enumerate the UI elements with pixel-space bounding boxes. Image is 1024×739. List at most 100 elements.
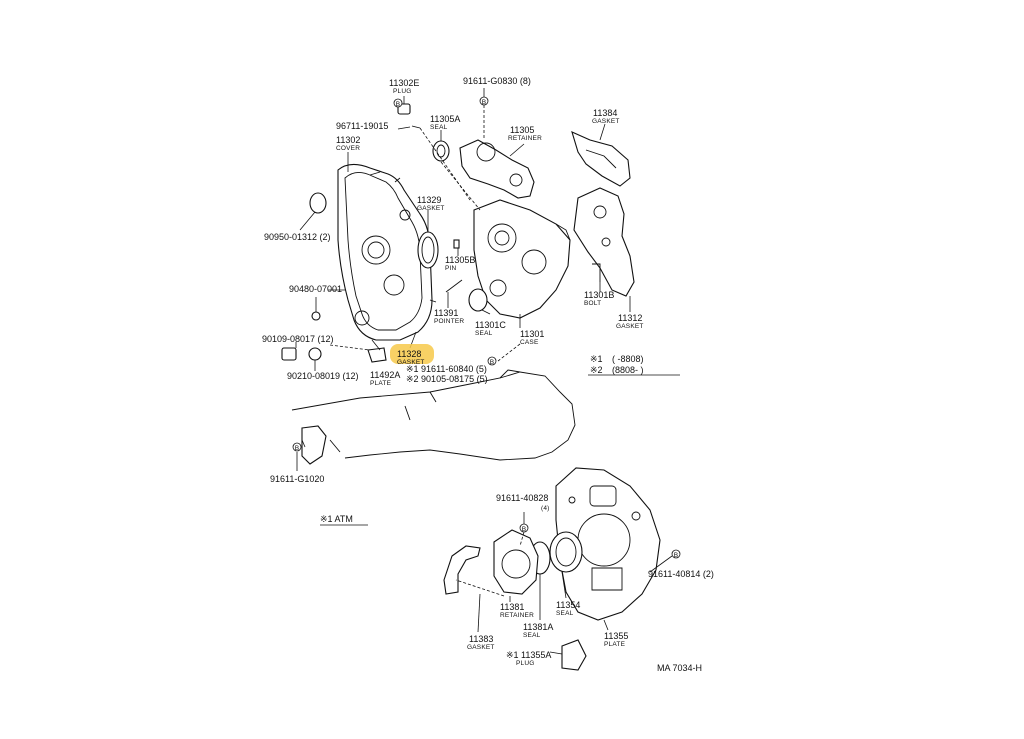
svg-text:SEAL: SEAL: [430, 124, 448, 131]
bolt-part: [592, 263, 601, 282]
svg-text:RETAINER: RETAINER: [500, 612, 534, 619]
svg-text:GASKET: GASKET: [592, 118, 620, 125]
svg-text:11301B: 11301B: [584, 290, 614, 300]
svg-text:PIN: PIN: [445, 265, 457, 272]
svg-text:91611-G1020: 91611-G1020: [270, 474, 324, 484]
svg-text:POINTER: POINTER: [434, 318, 464, 325]
svg-text:BOLT: BOLT: [584, 300, 601, 307]
label-91611-40814[interactable]: 91611-40814 (2): [648, 569, 714, 579]
svg-text:( -8808): ( -8808): [612, 354, 644, 364]
svg-text:GASKET: GASKET: [616, 323, 644, 330]
svg-text:91611-G0830 (8): 91611-G0830 (8): [463, 76, 531, 86]
label-90210-08019[interactable]: 90210-08019 (12): [287, 371, 359, 381]
gasket-small-part: [571, 131, 631, 187]
svg-text:90210-08019 (12): 90210-08019 (12): [287, 371, 359, 381]
svg-text:SEAL: SEAL: [475, 330, 493, 337]
svg-text:11301C: 11301C: [475, 320, 506, 330]
rear-seal-part: [549, 531, 583, 573]
svg-text:11384: 11384: [593, 108, 617, 118]
svg-text:11492A: 11492A: [370, 370, 400, 380]
svg-text:B: B: [490, 359, 495, 366]
label-90950-01312[interactable]: 90950-01312 (2): [264, 232, 331, 242]
label-96711-19015[interactable]: 96711-19015: [336, 121, 388, 131]
svg-text:90950-01312 (2): 90950-01312 (2): [264, 232, 331, 242]
svg-text:COVER: COVER: [336, 145, 360, 152]
label-91611-G1020[interactable]: 91611-G1020: [270, 474, 324, 484]
svg-text:RETAINER: RETAINER: [508, 135, 542, 142]
svg-text:PLUG: PLUG: [393, 88, 412, 95]
engine-block-outline: [291, 369, 576, 461]
svg-text:B: B: [522, 526, 527, 533]
badge-b-3: B: [487, 356, 497, 366]
label-90105-08175[interactable]: ※2 90105-08175 (5): [406, 374, 488, 384]
timing-case-part: [473, 199, 571, 319]
bolt-90109-part: [281, 347, 297, 361]
svg-text:※1 ATM: ※1 ATM: [320, 514, 353, 524]
rear-retainer-part: [493, 529, 539, 595]
svg-text:96711-19015: 96711-19015: [336, 121, 388, 131]
svg-text:91611-40828: 91611-40828: [496, 493, 548, 503]
badge-b-4: B: [292, 442, 302, 452]
washer-part: [308, 347, 322, 361]
plug-part: [309, 192, 327, 214]
leader-lines-lower: [455, 512, 673, 655]
svg-text:11355: 11355: [604, 631, 628, 641]
svg-text:※1 91611-60840 (5): ※1 91611-60840 (5): [406, 364, 487, 374]
svg-text:SEAL: SEAL: [523, 632, 541, 639]
leader-lines-upper: [295, 88, 631, 471]
svg-text:PLUG: PLUG: [516, 660, 535, 667]
svg-text:11381A: 11381A: [523, 622, 553, 632]
svg-text:11383: 11383: [469, 634, 493, 644]
dowel-pin-part: [453, 239, 460, 249]
svg-text:B: B: [396, 101, 401, 108]
label-91611-60840[interactable]: ※1 91611-60840 (5): [406, 364, 487, 374]
plate-small-part: [367, 347, 387, 363]
badge-b-1: B: [393, 98, 403, 108]
pointer-part: [445, 279, 463, 293]
svg-text:※1 11355A: ※1 11355A: [506, 650, 551, 660]
bracket-part: [301, 425, 327, 465]
badge-b-6: B: [671, 549, 681, 559]
svg-text:11312: 11312: [618, 313, 642, 323]
label-90109-08017[interactable]: 90109-08017 (12): [262, 334, 334, 344]
svg-text:PLATE: PLATE: [604, 641, 626, 648]
svg-text:GASKET: GASKET: [397, 359, 425, 366]
label-91611-G0830[interactable]: 91611-G0830 (8): [463, 76, 531, 86]
atm-note: ※1 ATM: [320, 514, 368, 526]
svg-text:91611-40814 (2): 91611-40814 (2): [648, 569, 714, 579]
svg-text:PLATE: PLATE: [370, 380, 392, 387]
badge-b-2: B: [479, 96, 489, 106]
svg-text:11301: 11301: [520, 329, 544, 339]
svg-text:11354: 11354: [556, 600, 580, 610]
label-91611-40828[interactable]: 91611-40828(4): [496, 493, 550, 512]
label-90480-07001[interactable]: 90480-07001: [289, 284, 342, 294]
svg-text:※2 90105-08175 (5): ※2 90105-08175 (5): [406, 374, 488, 384]
svg-text:B: B: [295, 445, 300, 452]
svg-text:※1: ※1: [590, 354, 603, 364]
highlight-11328: [390, 344, 434, 364]
svg-text:(8808- ): (8808- ): [612, 365, 644, 375]
timing-cover-part: [337, 163, 437, 341]
retainer-gasket-part: [443, 545, 481, 595]
